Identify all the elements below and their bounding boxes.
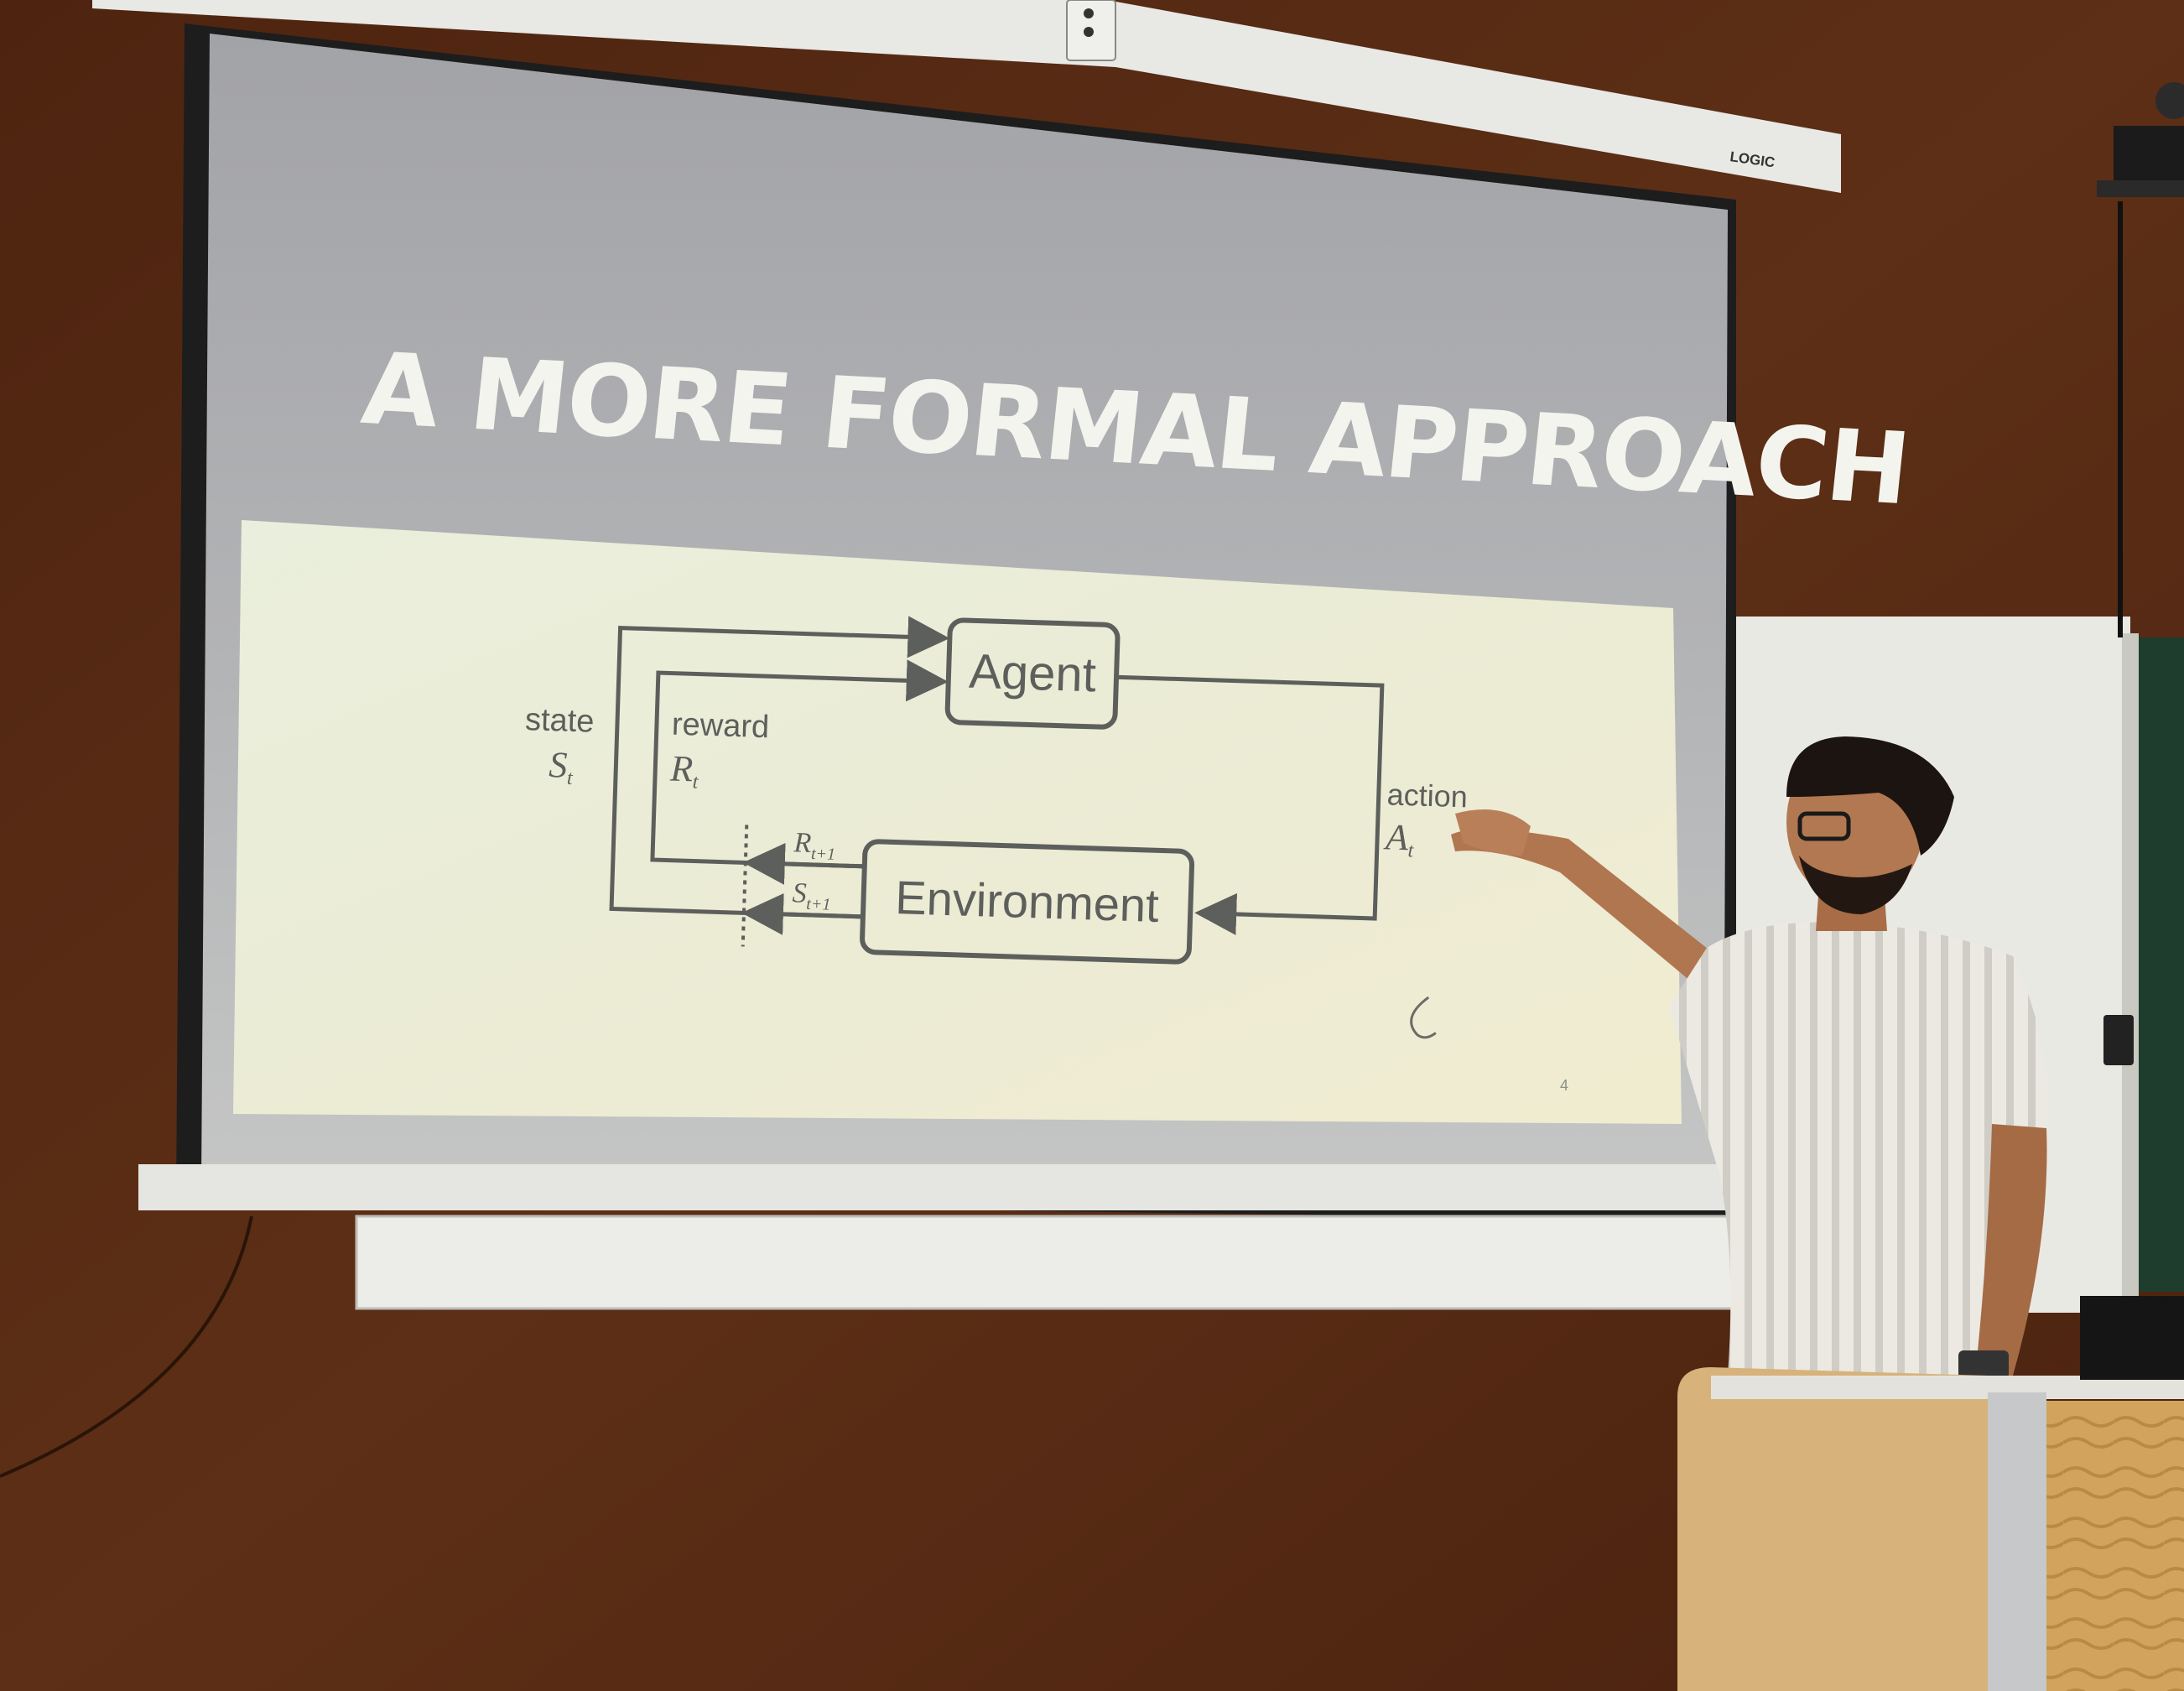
environment-label: Environment — [894, 871, 1160, 932]
reward-symbol: Rt — [668, 748, 700, 793]
laptop — [2080, 1296, 2184, 1380]
screen-bottom-rail — [138, 1164, 1740, 1210]
state-symbol: St — [549, 744, 575, 789]
presenter — [1451, 736, 2048, 1379]
podium-front — [2046, 1401, 2184, 1691]
presenter-hair — [1786, 736, 1954, 856]
presenter-shirt — [1669, 922, 2048, 1376]
presenter-beard — [1799, 856, 1912, 914]
podium-side — [1677, 1367, 1988, 1691]
chalkboard — [2137, 637, 2184, 1292]
presenter-hand — [1455, 809, 1531, 856]
action-symbol-subscript: t — [1407, 840, 1415, 861]
time-step-boundary — [741, 825, 749, 947]
wall-switch — [2103, 1015, 2134, 1065]
podium — [1677, 1296, 2184, 1691]
state-label: state — [524, 702, 595, 740]
projector — [2097, 82, 2184, 637]
environment-box — [860, 839, 1195, 965]
reward-symbol-subscript: t — [692, 771, 699, 793]
podium-edge — [1988, 1392, 2046, 1691]
state-arrow — [609, 616, 950, 919]
state-symbol-letter: S — [549, 744, 569, 786]
next-state-arrow — [741, 892, 863, 935]
action-symbol: At — [1382, 816, 1416, 861]
next-state-subscript: t+1 — [806, 895, 831, 914]
action-label: action — [1386, 777, 1468, 814]
reward-symbol-letter: R — [669, 748, 694, 790]
cable — [0, 1215, 253, 1478]
pen-mark — [1410, 996, 1437, 1039]
slide-page-number: 4 — [1560, 1077, 1568, 1094]
presenter-lower-arm — [1975, 1124, 2047, 1376]
screen-housing — [92, 0, 1841, 193]
action-symbol-letter: A — [1382, 816, 1410, 858]
next-reward-letter: R — [793, 827, 812, 859]
next-reward-symbol: Rt+1 — [793, 827, 836, 864]
glasses — [1797, 811, 1851, 841]
agent-label: Agent — [968, 644, 1097, 703]
action-arrow — [1115, 674, 1385, 935]
next-state-symbol: St+1 — [792, 877, 831, 913]
reward-label: reward — [671, 707, 769, 746]
board-frame — [2122, 633, 2139, 1296]
next-state-letter: S — [792, 877, 807, 909]
wristwatch — [1958, 1350, 2009, 1379]
slide-diagram-panel — [233, 520, 1682, 1124]
next-reward-arrow — [742, 842, 865, 885]
screen-lower-board — [355, 1215, 1742, 1310]
next-reward-subscript: t+1 — [811, 845, 836, 864]
agent-environment-diagram: Agent Environment state St reward Rt act… — [524, 616, 1468, 1039]
state-symbol-subscript: t — [567, 767, 575, 789]
